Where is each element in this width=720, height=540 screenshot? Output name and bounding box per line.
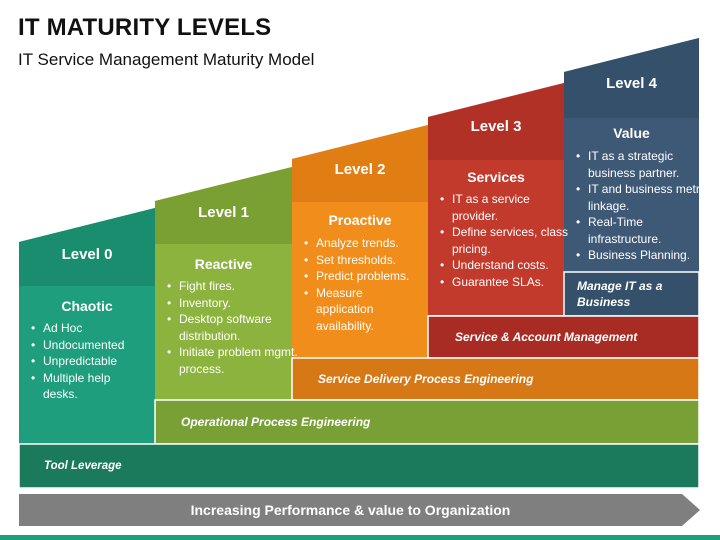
- increasing-arrow: [19, 494, 700, 526]
- level-3-column: Level 3 Services IT as a service provide…: [428, 83, 568, 315]
- operational-bar-label: Operational Process Engineering: [181, 415, 371, 429]
- service-delivery-bar-label: Service Delivery Process Engineering: [318, 372, 534, 386]
- level-4-column: Level 4 Value IT as a strategic business…: [564, 38, 709, 272]
- level-3-heading: Services: [467, 169, 525, 185]
- level-2-bullets: Analyze trends. Set thresholds. Predict …: [300, 235, 434, 334]
- level-3-header-band: [428, 83, 564, 160]
- level-4-header-band: [564, 38, 699, 118]
- bullet: Measure application availability.: [304, 285, 400, 335]
- bullet: IT and business metric linkage.: [576, 181, 710, 214]
- bullet: Multiple help desks.: [31, 370, 127, 403]
- bullet: Real-Time infrastructure.: [576, 214, 710, 247]
- page-title: IT MATURITY LEVELS: [18, 14, 272, 41]
- level-0-header-band: [19, 208, 155, 286]
- level-1-header-band: [155, 167, 292, 244]
- operational-bar: [154, 399, 700, 445]
- bullet: Set thresholds.: [304, 252, 434, 269]
- level-2-column: Level 2 Proactive Analyze trends. Set th…: [292, 125, 428, 358]
- bullet: Understand costs.: [440, 257, 570, 274]
- bullet: Ad Hoc: [31, 320, 159, 337]
- bullet: Define services, class pricing.: [440, 224, 570, 257]
- level-2-label: Level 2: [334, 161, 386, 178]
- bullet: Analyze trends.: [304, 235, 434, 252]
- arrow-label: Increasing Performance & value to Organi…: [190, 502, 511, 518]
- bullet: Business Planning.: [576, 247, 710, 264]
- service-account-bar-label: Service & Account Management: [455, 330, 638, 344]
- service-account-bar: [427, 315, 700, 359]
- manage-bar-label: Manage IT as a Business: [577, 279, 663, 309]
- level-0-heading: Chaotic: [61, 298, 113, 314]
- manage-bar: [563, 271, 700, 317]
- bullet: Predict problems.: [304, 268, 434, 285]
- bullet: Inventory.: [167, 295, 299, 312]
- page-subtitle: IT Service Management Maturity Model: [18, 50, 315, 69]
- level-4-label: Level 4: [606, 75, 657, 92]
- bullet: Fight fires.: [167, 278, 299, 295]
- footer-strip: [0, 535, 720, 540]
- level-1-bullets: Fight fires. Inventory. Desktop software…: [163, 278, 299, 377]
- level-1-label: Level 1: [198, 204, 249, 221]
- level-3-bullets: IT as a service provider. Define service…: [436, 191, 570, 290]
- level-2-header-band: [292, 125, 428, 202]
- level-2-heading: Proactive: [328, 212, 392, 228]
- bullet: IT as a strategic business partner.: [576, 148, 710, 181]
- bullet: Undocumented: [31, 337, 159, 354]
- tool-leverage-bar-label: Tool Leverage: [44, 460, 122, 472]
- level-1-column: Level 1 Reactive Fight fires. Inventory.…: [155, 167, 298, 400]
- level-4-bullets: IT as a strategic business partner. IT a…: [572, 148, 710, 264]
- level-0-label: Level 0: [61, 246, 113, 263]
- level-3-label: Level 3: [470, 118, 522, 135]
- level-0-column: Level 0 Chaotic Ad Hoc Undocumented Unpr…: [19, 208, 155, 460]
- bullet: Initiate problem mgmt. process.: [167, 344, 299, 377]
- service-delivery-bar: [291, 357, 700, 401]
- level-0-bullets: Ad Hoc Undocumented Unpredictable Multip…: [27, 320, 159, 403]
- level-1-heading: Reactive: [194, 256, 253, 272]
- tool-leverage-bar: [18, 443, 700, 489]
- bullet: IT as a service provider.: [440, 191, 570, 224]
- level-4-heading: Value: [613, 125, 650, 141]
- bullet: Unpredictable: [31, 353, 159, 370]
- bullet: Desktop software distribution.: [167, 311, 299, 344]
- bullet: Guarantee SLAs.: [440, 274, 570, 291]
